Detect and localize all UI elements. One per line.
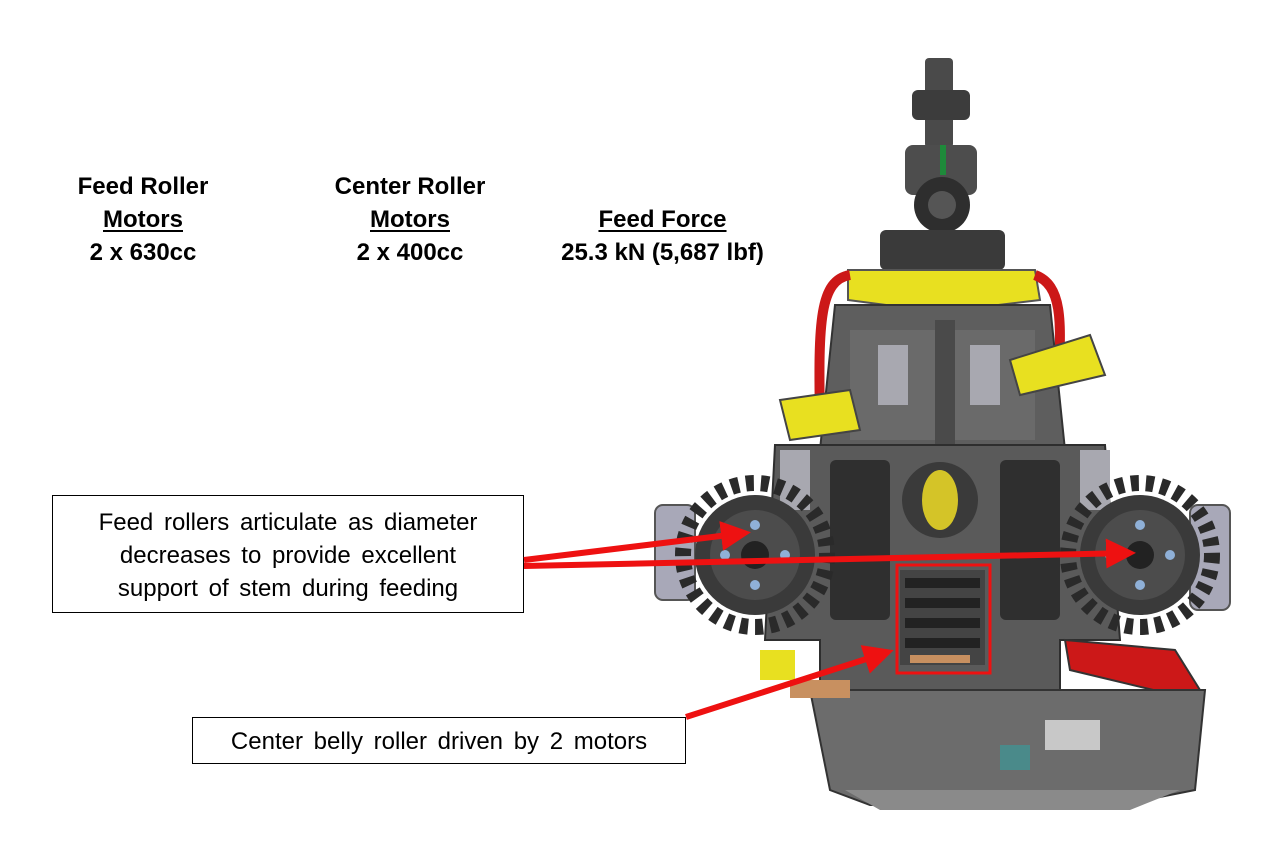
callout-feed-rollers: Feed rollers articulate as diameter decr… (52, 495, 524, 613)
right-feed-roller (1060, 475, 1220, 635)
spec-feed-roller-motors: Feed Roller Motors 2 x 630cc (48, 170, 238, 269)
spec-center-roller-value: 2 x 400cc (356, 239, 464, 266)
spec-feed-force: Feed Force 25.3 kN (5,687 lbf) (535, 203, 790, 269)
spec-feed-force-value: 25.3 kN (5,687 lbf) (561, 239, 764, 266)
yellow-arm-cylinders (778, 333, 1107, 442)
callout-belly-roller: Center belly roller driven by 2 motors (192, 717, 686, 764)
callout-feed-rollers-line: Feed rollers articulate as diameter (98, 509, 478, 536)
spec-feed-roller-title: Feed Roller (77, 173, 209, 200)
belly-roller (895, 563, 992, 675)
spec-center-roller-motors: Center Roller Motors 2 x 400cc (300, 170, 520, 269)
spec-feed-roller-value: 2 x 630cc (89, 239, 197, 266)
callout-belly-roller-text: Center belly roller driven by 2 motors (230, 728, 648, 755)
rotator-link (880, 58, 1005, 270)
spec-feed-roller-subtitle: Motors (103, 206, 183, 233)
spec-feed-force-label: Feed Force (598, 206, 727, 233)
red-hose (814, 270, 852, 421)
callout-feed-rollers-line: support of stem during feeding (117, 575, 459, 602)
callout-feed-rollers-line: decreases to provide excellent (119, 542, 457, 569)
spec-center-roller-subtitle: Motors (370, 206, 450, 233)
spec-center-roller-title: Center Roller (334, 173, 486, 200)
